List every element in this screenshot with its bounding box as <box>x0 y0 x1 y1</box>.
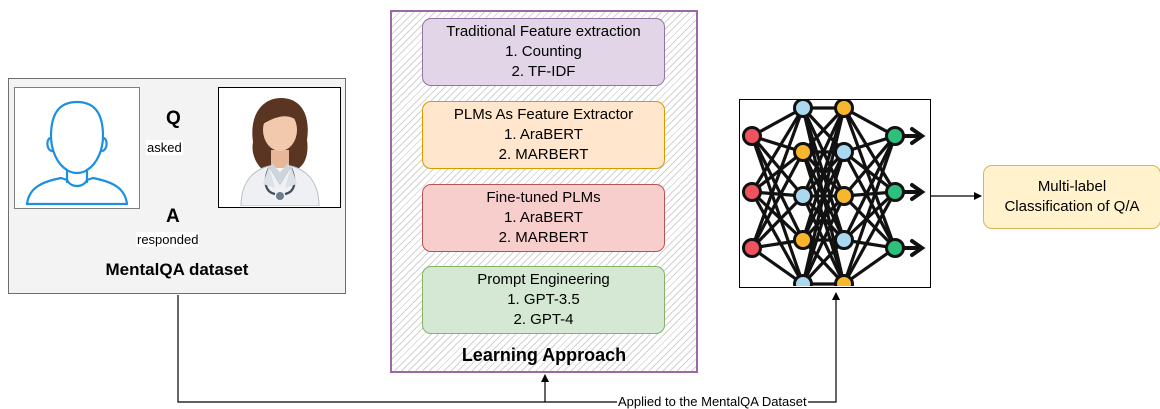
method-item: 1. AraBERT <box>504 126 583 143</box>
nn-edge <box>842 135 897 241</box>
nn-output-arrowhead <box>910 183 926 201</box>
neural-network-icon <box>742 98 926 294</box>
nn-edge <box>751 246 804 286</box>
nn-node <box>793 230 813 250</box>
nn-node <box>793 274 813 294</box>
nn-edge <box>842 191 897 285</box>
method-item: 1. GPT-3.5 <box>507 291 580 308</box>
nn-edge <box>842 135 897 285</box>
nn-edge <box>750 190 805 242</box>
method-item: 2. MARBERT <box>498 146 589 163</box>
nn-edge <box>843 150 896 194</box>
nn-node <box>834 186 854 206</box>
method-item: 1. Counting <box>505 43 582 60</box>
nn-node <box>885 182 905 202</box>
nn-node <box>793 186 813 206</box>
nn-node <box>834 274 854 294</box>
nn-output-arrowhead <box>910 127 926 145</box>
nn-edge <box>842 194 897 250</box>
nn-edge <box>842 190 897 242</box>
nn-node <box>742 238 762 258</box>
nn-edge <box>842 151 897 249</box>
nn-edge <box>750 135 805 241</box>
feedback-label: Applied to the MentalQA Dataset <box>617 394 808 409</box>
nn-edge <box>842 134 897 198</box>
method-item: 2. MARBERT <box>498 229 589 246</box>
method-item: 2. GPT-4 <box>513 311 574 328</box>
nn-edge <box>750 135 805 285</box>
nn-node <box>793 98 813 118</box>
nn-edge <box>801 151 846 285</box>
nn-edge <box>801 107 846 197</box>
method-title: Fine-tuned PLMs <box>486 189 601 206</box>
nn-node <box>885 126 905 146</box>
nn-edge <box>750 107 805 193</box>
method-fine-tuned-plm: Fine-tuned PLMs 1. AraBERT 2. MARBERT <box>422 184 665 252</box>
feedback-line <box>177 292 840 403</box>
nn-node <box>885 238 905 258</box>
person-outline-icon <box>25 100 129 206</box>
nn-node <box>834 230 854 250</box>
nn-edge <box>842 107 897 249</box>
question-label: Q <box>166 108 181 129</box>
nn-edge <box>801 107 846 285</box>
nn-edge <box>750 134 805 198</box>
method-title: Traditional Feature extraction <box>446 23 641 40</box>
nn-edge <box>750 191 805 285</box>
method-traditional: Traditional Feature extraction 1. Counti… <box>422 18 665 86</box>
nn-edge <box>842 107 897 193</box>
method-title: PLMs As Feature Extractor <box>453 106 634 123</box>
nn-edge <box>750 151 805 249</box>
method-item: 2. TF-IDF <box>511 63 576 80</box>
learning-approach-title: Learning Approach <box>461 345 627 365</box>
nn-edge <box>750 194 805 250</box>
neural-network-box <box>739 98 931 294</box>
output-line-1: Multi-label <box>1037 178 1107 195</box>
nn-node <box>834 98 854 118</box>
asked-label: asked <box>146 140 183 155</box>
nn-edge <box>801 238 846 286</box>
method-prompt-engineering: Prompt Engineering 1. GPT-3.5 2. GPT-4 <box>422 266 665 334</box>
output-classification-box: Multi-label Classification of Q/A <box>983 165 1160 229</box>
nn-edge <box>843 246 896 286</box>
nn-node <box>834 142 854 162</box>
nn-node <box>742 182 762 202</box>
method-plm-feature-extractor: PLMs As Feature Extractor 1. AraBERT 2. … <box>422 101 665 169</box>
nn-output-arrowhead <box>910 239 926 257</box>
method-title: Prompt Engineering <box>477 271 610 288</box>
patient-portrait <box>14 87 140 209</box>
dataset-title: MentalQA dataset <box>105 260 249 279</box>
nn-node <box>793 142 813 162</box>
nn-edge <box>801 107 846 241</box>
nn-node <box>742 126 762 146</box>
nn-edge <box>801 106 846 154</box>
nn-edge <box>751 150 804 194</box>
method-item: 1. AraBERT <box>504 209 583 226</box>
output-line-2: Classification of Q/A <box>1004 198 1140 215</box>
nn-edge <box>801 195 846 285</box>
answer-label: A <box>166 206 180 227</box>
nn-edge <box>750 107 805 249</box>
doctor-icon <box>240 98 320 207</box>
responded-label: responded <box>136 232 200 247</box>
doctor-portrait <box>218 87 341 208</box>
